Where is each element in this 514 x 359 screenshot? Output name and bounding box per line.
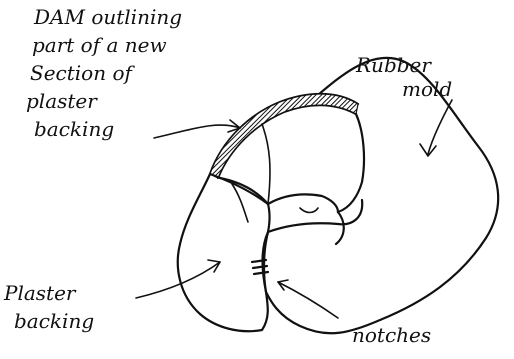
rubber-mold-label: Rubber mold [355, 53, 452, 101]
plaster-backing-right [264, 200, 362, 292]
dam-label-line-5: backing [34, 117, 114, 141]
notches-label: notches [352, 323, 431, 347]
dam-label-line-4: plaster [26, 89, 98, 113]
dam-label: DAM outlining part of a new Section of p… [26, 5, 182, 141]
rubber-mold-label-line-1: Rubber [355, 53, 432, 77]
notches-marks [252, 260, 268, 274]
dam-label-line-1: DAM outlining [33, 5, 182, 29]
plaster-backing-label-line-1: Plaster [3, 281, 77, 305]
plaster-backing-outline [178, 174, 270, 331]
plaster-backing-label: Plaster backing [3, 281, 94, 333]
new-section-outline [338, 114, 364, 212]
dam-label-line-3: Section of [30, 61, 135, 85]
rubber-mold-label-line-2: mold [402, 77, 452, 101]
dam-inner-divider [262, 124, 270, 204]
section-notch-bump [300, 208, 318, 213]
dam [210, 94, 358, 178]
dam-label-line-2: part of a new [32, 33, 167, 57]
plaster-backing-label-line-2: backing [14, 309, 94, 333]
notches-leader-arrow [278, 280, 338, 318]
dam-leader-arrow [154, 120, 240, 138]
rubber-leader-arrow [420, 100, 452, 156]
